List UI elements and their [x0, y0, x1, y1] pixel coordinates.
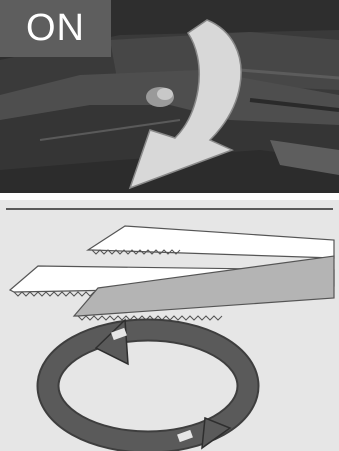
- panel-divider-gap: [0, 193, 339, 200]
- status-on-label: ON: [0, 0, 111, 57]
- saw-blade-icon: [88, 226, 334, 258]
- switch-photo-panel: ON: [0, 0, 339, 193]
- saw-blade-icon: [74, 256, 334, 320]
- blade-rotation-panel: [0, 200, 339, 451]
- rotate-circle-icon: [48, 320, 248, 448]
- blade-diagram: [0, 200, 339, 451]
